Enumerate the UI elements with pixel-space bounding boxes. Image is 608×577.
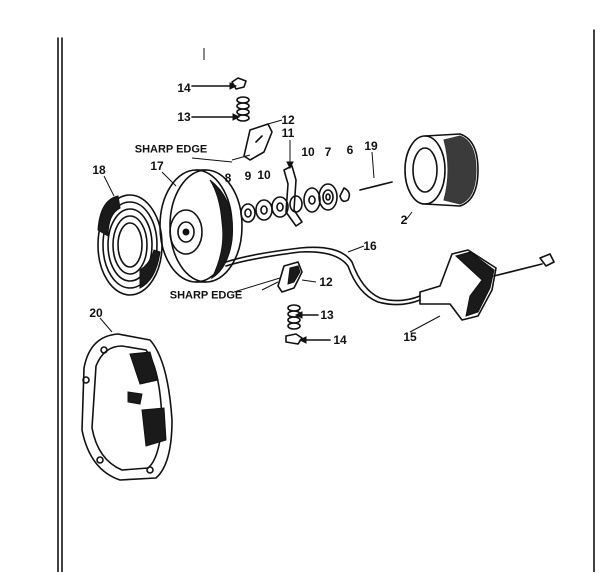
label-part-20: 20: [89, 306, 103, 320]
label-part-10-a: 10: [257, 168, 271, 182]
label-part-10-b: 10: [301, 145, 315, 159]
part-16-cable: [225, 245, 421, 306]
label-part-12-bottom: 12: [319, 275, 333, 289]
label-sharp-edge-bottom: SHARP EDGE: [169, 289, 243, 302]
part-13-top-spring: [191, 96, 250, 122]
label-part-19: 19: [364, 139, 378, 153]
washers-left: [240, 195, 303, 223]
part-2-housing: [404, 133, 479, 221]
washers-right: [303, 183, 351, 213]
part-14-top-clip: [191, 77, 247, 90]
label-part-7: 7: [324, 145, 332, 159]
label-part-2: 2: [400, 213, 408, 227]
label-part-18: 18: [92, 163, 106, 177]
part-14-bottom-clip: [285, 333, 331, 345]
label-part-13-bottom: 13: [320, 308, 334, 322]
label-part-12-top: 12: [281, 113, 295, 127]
label-sharp-edge-top: SHARP EDGE: [134, 143, 208, 156]
part-20-cover: [81, 317, 173, 481]
part-19-pin: [359, 151, 393, 191]
part-13-bottom-spring: [287, 304, 319, 330]
part-18-recoil-spring: [97, 175, 163, 296]
label-part-16: 16: [363, 239, 377, 253]
label-part-9: 9: [244, 169, 252, 183]
label-part-14-top: 14: [177, 81, 191, 95]
label-part-11: 11: [281, 126, 295, 140]
part-15-handle: [409, 249, 555, 333]
part-11-lever: [283, 140, 303, 227]
part-12-top-pawl: [231, 119, 283, 161]
frame-lines: [57, 29, 595, 573]
label-part-17: 17: [150, 159, 164, 173]
part-12-bottom-pawl: [261, 261, 317, 293]
label-part-8: 8: [224, 171, 232, 185]
label-part-6: 6: [346, 143, 354, 157]
label-part-14-bottom: 14: [333, 333, 347, 347]
label-part-15: 15: [403, 330, 417, 344]
label-part-13-top: 13: [177, 110, 191, 124]
sharp-edge-pointers: [191, 157, 281, 293]
